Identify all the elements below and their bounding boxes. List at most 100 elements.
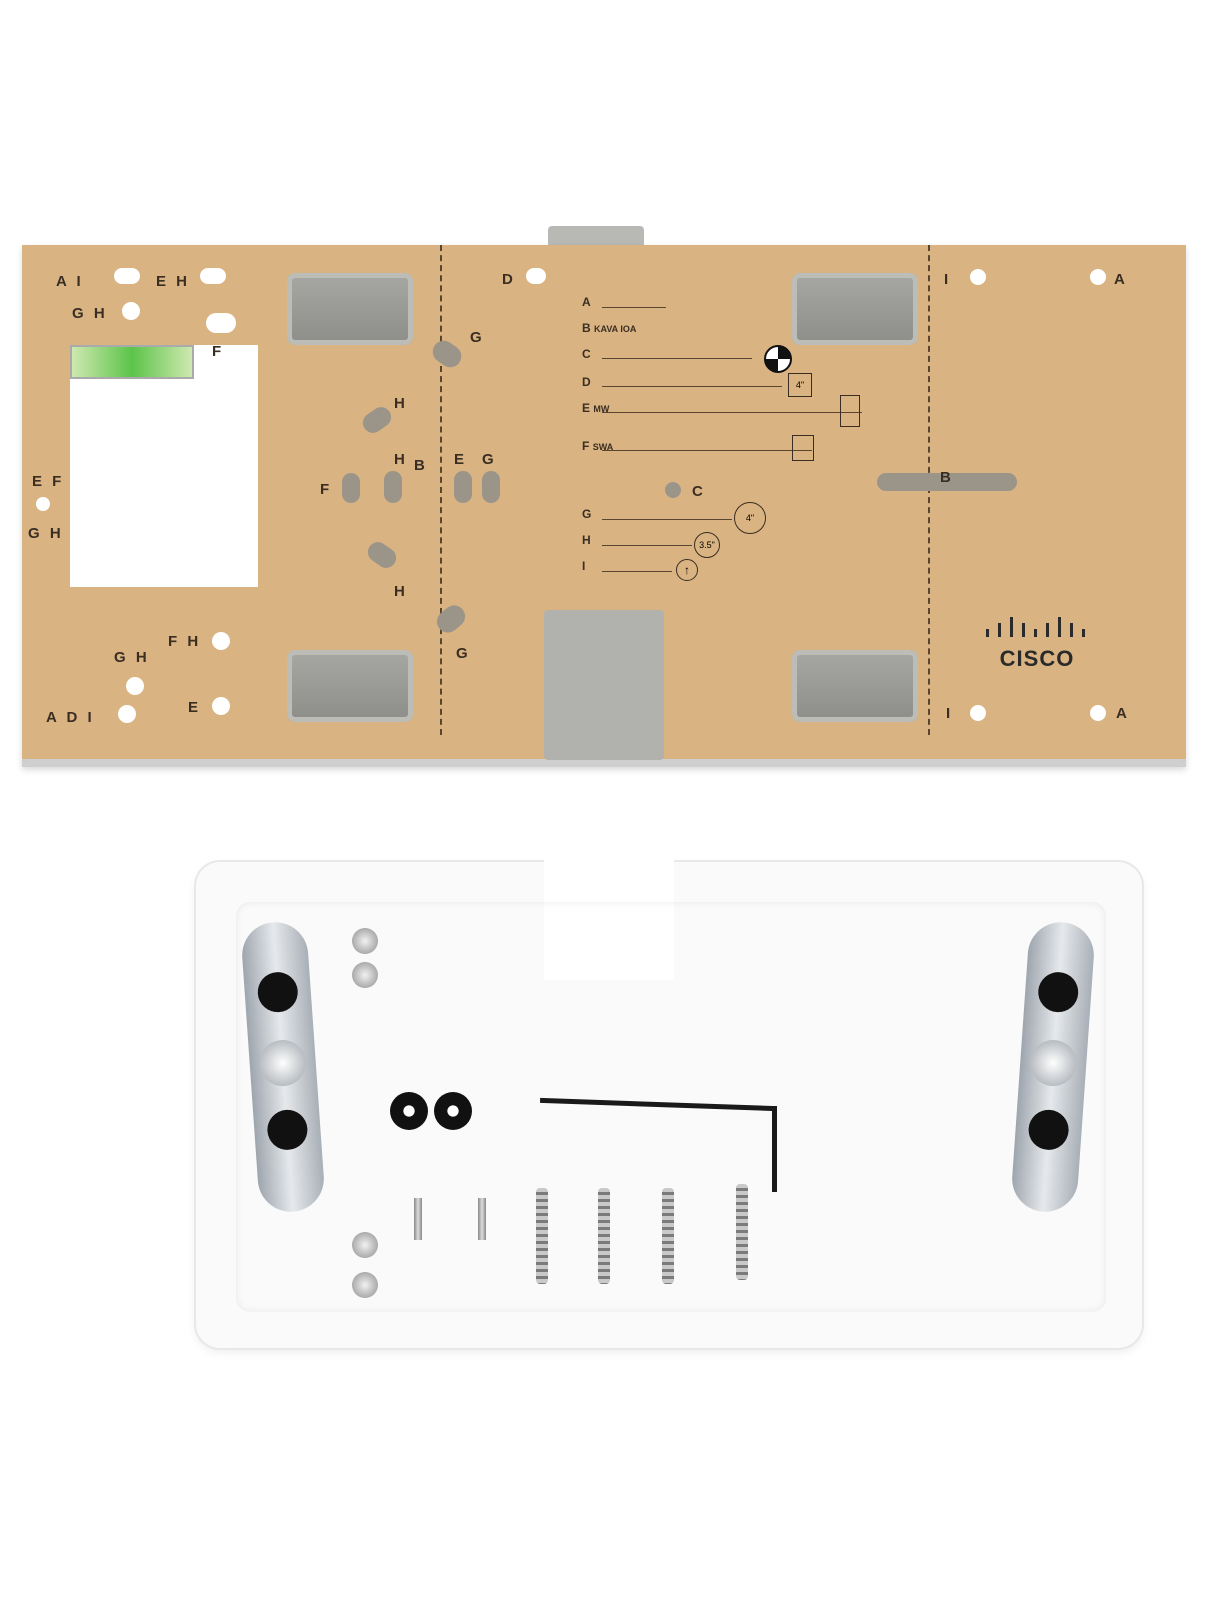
plate-label: E F [32, 473, 65, 490]
hole [212, 632, 230, 650]
plate-label: G [482, 451, 497, 468]
plate-label: I [944, 271, 952, 288]
legend-row-f: F SWA [582, 439, 613, 453]
rubber-pad [792, 650, 918, 722]
bracket-screw [258, 1038, 308, 1088]
box-outlet-icon [792, 435, 814, 461]
long-screw [536, 1188, 548, 1284]
plate-label: G H [28, 525, 64, 542]
plate-label: F [320, 481, 333, 498]
cisco-wordmark: CISCO [999, 646, 1075, 671]
plate-label: E [454, 451, 468, 468]
box-outlet-icon [840, 395, 860, 427]
legend-row-d: D [582, 375, 591, 389]
hole [122, 302, 140, 320]
keyhole-icon: ↑ [676, 559, 698, 581]
window-cutout [70, 345, 258, 587]
washer [434, 1092, 472, 1130]
screw [352, 1272, 378, 1298]
slot [342, 473, 360, 503]
plate-label: E [188, 699, 202, 716]
legend-key: I [582, 559, 586, 573]
legend-row-g: G [582, 507, 591, 521]
legend-key: H [582, 533, 591, 547]
tray-notch [544, 860, 674, 980]
accessory-tray [196, 860, 1142, 1348]
center-clip [544, 610, 664, 760]
slot [432, 600, 470, 638]
plate-label: H [394, 583, 408, 600]
long-screw [736, 1184, 748, 1280]
hole [126, 677, 144, 695]
plate-label: I [946, 705, 954, 722]
plate-label: A D I [46, 709, 95, 726]
screw [352, 1232, 378, 1258]
washer [390, 1092, 428, 1130]
legend-key: E [582, 401, 591, 415]
slot [665, 482, 681, 498]
plate-label: B [414, 457, 428, 474]
hole [1090, 705, 1106, 721]
slot [363, 538, 401, 572]
mounting-plate: A I E H G H F D I A G H E F G H F H B E … [22, 245, 1186, 767]
bubble-level [70, 345, 194, 379]
cisco-logo: CISCO [982, 617, 1092, 672]
legend-line [602, 412, 862, 413]
legend-row-a: A [582, 295, 591, 309]
legend-row-h: H [582, 533, 591, 547]
rubber-pad [792, 273, 918, 345]
slot [358, 403, 396, 437]
plate-label: H [394, 451, 408, 468]
plate-label: G [470, 329, 485, 346]
long-screw [662, 1188, 674, 1284]
legend-line [602, 545, 692, 546]
bracket-screw [1028, 1038, 1078, 1088]
legend-row-i: I [582, 559, 585, 573]
rubber-pad [287, 650, 413, 722]
circle-badge: 3.5" [694, 532, 720, 558]
dashed-guide [440, 245, 442, 735]
plate-label: A [1116, 705, 1130, 722]
legend-line [602, 519, 732, 520]
plate-label: D [502, 271, 516, 288]
plate-label: B [940, 469, 954, 486]
plate-label: E H [156, 273, 191, 290]
short-screw [414, 1198, 422, 1240]
legend-key: F [582, 439, 590, 453]
short-screw [478, 1198, 486, 1240]
legend-key: G [582, 507, 592, 521]
legend: A B KAVA IOA C D 4" E MW F SWA G 4" H 3.… [582, 295, 882, 595]
legend-line [602, 450, 812, 451]
hole [526, 268, 546, 284]
circle-badge: 4" [734, 502, 766, 534]
legend-text: SWA [592, 442, 614, 452]
slot [877, 473, 1017, 491]
legend-text: KAVA IOA [594, 324, 637, 334]
plate-label: F [212, 343, 225, 360]
long-screw [598, 1188, 610, 1284]
hex-key-arm [772, 1106, 777, 1192]
legend-line [602, 358, 752, 359]
hole [200, 268, 226, 284]
legend-row-e: E MW [582, 401, 609, 415]
legend-key: D [582, 375, 591, 389]
rubber-pad [287, 273, 413, 345]
hole [1090, 269, 1106, 285]
plate-label: G [456, 645, 471, 662]
plate-label: H [394, 395, 408, 412]
screw [352, 928, 378, 954]
hole [212, 697, 230, 715]
slot [428, 336, 466, 372]
legend-key: B [582, 321, 591, 335]
plate-label: A [1114, 271, 1128, 288]
legend-key: C [582, 347, 591, 361]
legend-row-b: B KAVA IOA [582, 321, 636, 335]
legend-line [602, 307, 666, 308]
plate-label: G H [114, 649, 150, 666]
slot [454, 471, 472, 503]
legend-row-c: C [582, 347, 591, 361]
plate-label: A I [56, 273, 84, 290]
hole [206, 313, 236, 333]
screw [352, 962, 378, 988]
